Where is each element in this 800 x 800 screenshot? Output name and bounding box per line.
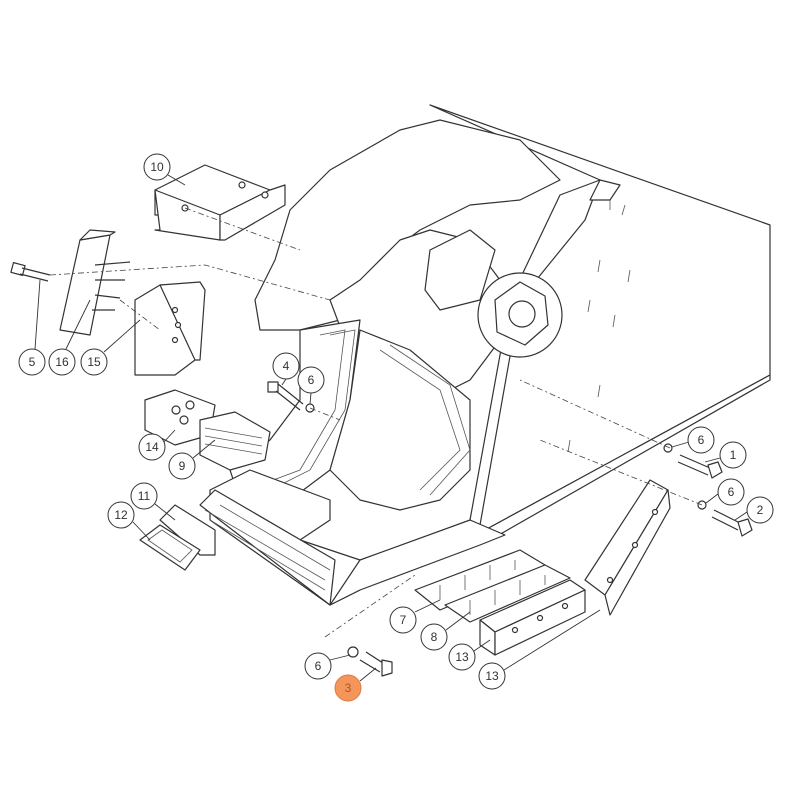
callout-circle	[168, 452, 196, 480]
callout-3-highlighted[interactable]: 3	[334, 674, 362, 702]
bolt-3	[347, 646, 393, 677]
bolt-2	[697, 500, 753, 537]
plate-8	[444, 564, 571, 623]
callout-9[interactable]: 9	[168, 452, 196, 480]
callout-6[interactable]: 6	[297, 366, 325, 394]
bar-13b	[584, 479, 671, 616]
plate-9	[199, 411, 271, 471]
callout-label: 13	[485, 669, 499, 683]
callout-10[interactable]: 10	[143, 153, 171, 181]
callout-label: 6	[315, 659, 322, 673]
callout-circle	[138, 433, 166, 461]
callout-label: 6	[728, 485, 735, 499]
callout-circle	[717, 478, 745, 506]
callout-13[interactable]: 13	[448, 643, 476, 671]
callout-label: 14	[145, 440, 159, 454]
callout-6[interactable]: 6	[717, 478, 745, 506]
plate-10	[154, 164, 286, 241]
assembly-lines	[49, 207, 703, 638]
plate-16	[59, 229, 131, 336]
callout-circle	[18, 348, 46, 376]
leader-lines	[34, 174, 748, 682]
callout-circle	[687, 426, 715, 454]
callout-13[interactable]: 13	[478, 662, 506, 690]
callout-7[interactable]: 7	[389, 606, 417, 634]
plate-15	[134, 281, 206, 376]
callout-circle	[143, 153, 171, 181]
callout-label: 4	[283, 359, 290, 373]
callout-circle	[420, 623, 448, 651]
callout-15[interactable]: 15	[80, 348, 108, 376]
bolt-4	[267, 381, 315, 413]
callout-label: 11	[138, 489, 151, 503]
callout-circle	[297, 366, 325, 394]
callout-circle	[272, 352, 300, 380]
callout-1[interactable]: 1	[719, 441, 747, 469]
callout-label: 3	[345, 681, 352, 695]
callout-6[interactable]: 6	[304, 652, 332, 680]
callout-circle	[80, 348, 108, 376]
callout-16[interactable]: 16	[48, 348, 76, 376]
callout-label: 6	[698, 433, 705, 447]
callout-circle	[48, 348, 76, 376]
callout-label: 5	[29, 355, 36, 369]
callout-14[interactable]: 14	[138, 433, 166, 461]
callout-2[interactable]: 2	[746, 496, 774, 524]
callout-circle	[448, 643, 476, 671]
callout-label: 8	[431, 630, 438, 644]
plate-12	[139, 524, 201, 571]
callout-circle	[389, 606, 417, 634]
bolt-5	[10, 262, 51, 282]
callout-6[interactable]: 6	[687, 426, 715, 454]
callout-12[interactable]: 12	[107, 501, 135, 529]
callout-label: 1	[730, 448, 737, 462]
callout-circle	[478, 662, 506, 690]
callout-label: 12	[114, 508, 128, 522]
callout-label: 13	[455, 650, 469, 664]
callout-label: 16	[55, 355, 69, 369]
callout-label: 15	[87, 355, 101, 369]
bolt-1	[663, 443, 723, 479]
callout-label: 7	[400, 613, 407, 627]
callout-11[interactable]: 11	[130, 482, 158, 510]
callout-circle	[746, 496, 774, 524]
callout-label: 9	[179, 459, 186, 473]
callout-4[interactable]: 4	[272, 352, 300, 380]
callout-label: 2	[757, 503, 764, 517]
callout-circle	[130, 482, 158, 510]
callout-label: 6	[308, 373, 315, 387]
callout-5[interactable]: 5	[18, 348, 46, 376]
callout-circle	[304, 652, 332, 680]
callout-circle	[334, 674, 362, 702]
callout-label: 10	[150, 160, 164, 174]
bar-13a	[479, 579, 586, 656]
callout-8[interactable]: 8	[420, 623, 448, 651]
callout-circle	[107, 501, 135, 529]
callout-circle	[719, 441, 747, 469]
